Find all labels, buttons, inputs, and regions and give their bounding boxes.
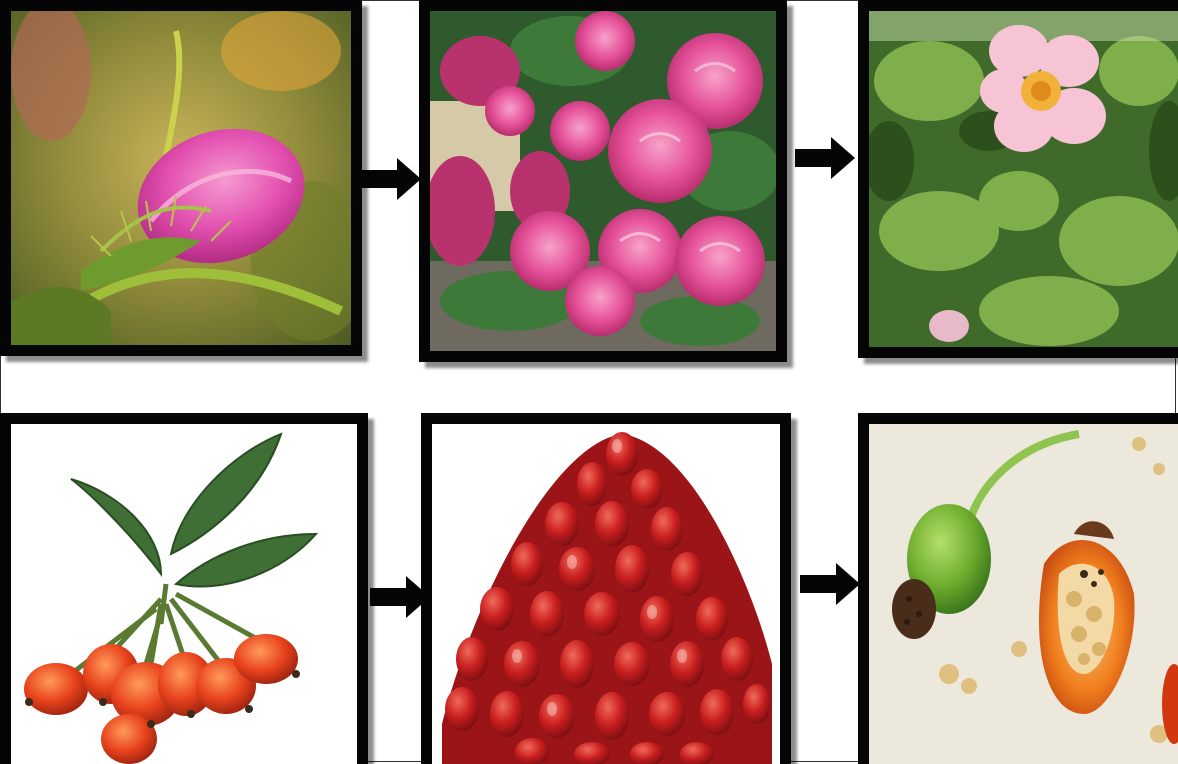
panel-rosehip-seeds [858,413,1178,764]
wild-rose-flower-icon [869,11,1178,347]
arrow-right-icon [361,158,421,200]
arrow-right-icon [800,563,860,605]
rosehip-cut-open-icon [869,424,1178,764]
pink-rose-bush-icon [430,11,776,351]
panel-rose-bud [0,0,362,356]
panel-rosehip-pile [421,413,791,764]
rosehip-pile-icon [432,424,780,764]
panel-wild-rose [858,0,1178,358]
panel-rose-bloom [419,0,787,362]
rose-bud-icon [11,11,351,345]
rosehip-branch-icon [11,424,357,764]
arrow-right-icon [795,137,855,179]
panel-rosehip-cluster [0,413,368,764]
